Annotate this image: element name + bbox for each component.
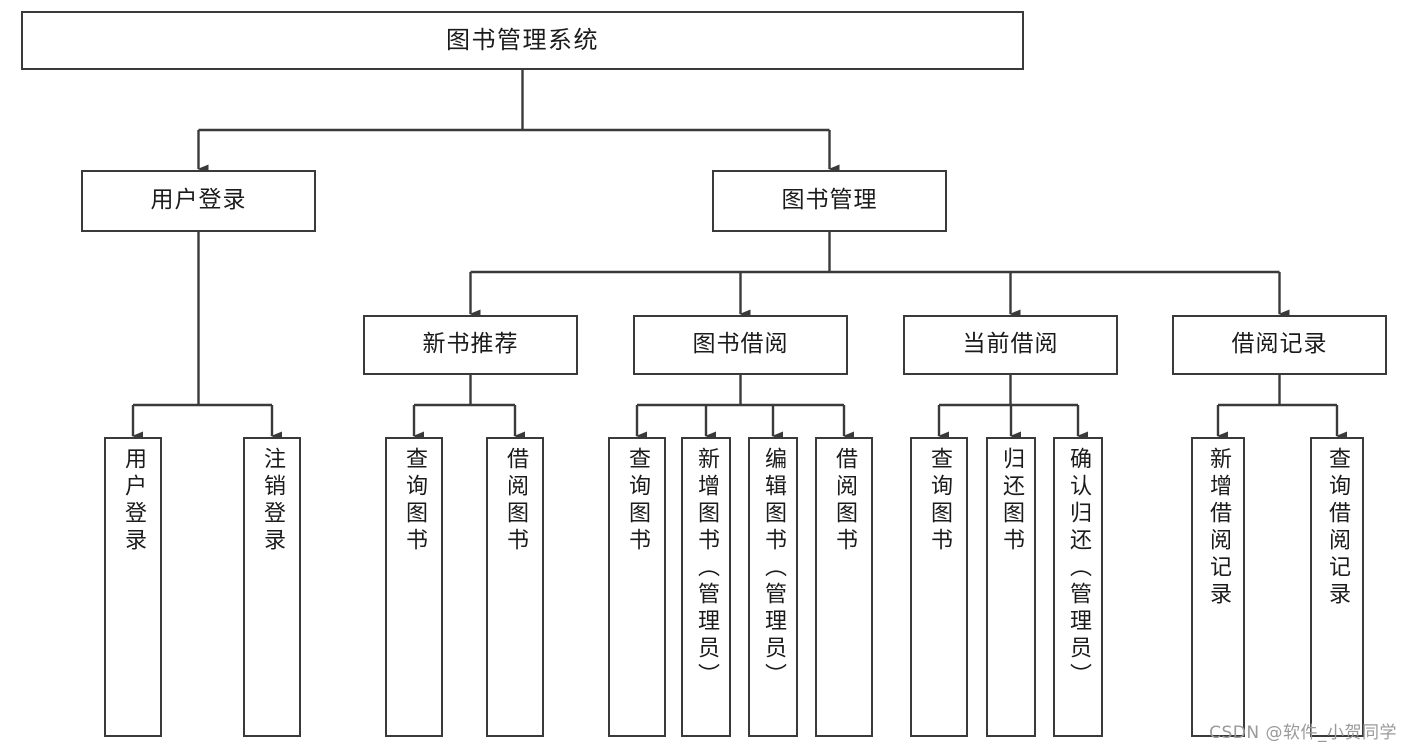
node-leaf-user-login[interactable]: 用户登录 <box>104 437 162 737</box>
node-label-borrow-record: 借阅记录 <box>1231 331 1328 358</box>
node-label-leaf-user-login: 用户登录 <box>121 447 146 555</box>
node-new-book-recommend[interactable]: 新书推荐 <box>363 315 578 375</box>
node-label-leaf-add-borrow-record: 新增借阅记录 <box>1206 447 1231 609</box>
node-current-borrow[interactable]: 当前借阅 <box>903 315 1118 375</box>
node-label-leaf-query-book-3: 查询图书 <box>927 447 952 555</box>
node-borrow-record[interactable]: 借阅记录 <box>1172 315 1387 375</box>
node-root[interactable]: 图书管理系统 <box>21 11 1024 70</box>
node-book-manage[interactable]: 图书管理 <box>712 170 947 232</box>
node-leaf-query-book-2[interactable]: 查询图书 <box>608 437 666 737</box>
node-leaf-borrow-book-2[interactable]: 借阅图书 <box>815 437 873 737</box>
node-book-borrow[interactable]: 图书借阅 <box>633 315 848 375</box>
node-leaf-edit-book-admin[interactable]: 编辑图书（管理员） <box>748 437 798 737</box>
node-label-leaf-query-book-2: 查询图书 <box>625 447 650 555</box>
node-leaf-logout[interactable]: 注销登录 <box>243 437 301 737</box>
node-leaf-add-book-admin[interactable]: 新增图书（管理员） <box>681 437 731 737</box>
node-label-leaf-borrow-book-1: 借阅图书 <box>503 447 528 555</box>
node-user-login[interactable]: 用户登录 <box>81 170 316 232</box>
node-leaf-borrow-book-1[interactable]: 借阅图书 <box>486 437 544 737</box>
node-leaf-query-book-3[interactable]: 查询图书 <box>910 437 968 737</box>
node-label-new-book-recommend: 新书推荐 <box>422 331 519 358</box>
node-leaf-query-borrow-record[interactable]: 查询借阅记录 <box>1310 437 1364 737</box>
node-label-current-borrow: 当前借阅 <box>962 331 1059 358</box>
node-label-leaf-edit-book-admin: 编辑图书（管理员） <box>761 447 786 690</box>
node-label-leaf-confirm-return-admin: 确认归还（管理员） <box>1066 447 1091 690</box>
watermark-text: CSDN @软件_小贺同学 <box>1209 723 1397 743</box>
node-leaf-return-book[interactable]: 归还图书 <box>986 437 1036 737</box>
node-label-root: 图书管理系统 <box>446 26 599 55</box>
node-label-leaf-query-book-1: 查询图书 <box>402 447 427 555</box>
node-label-book-borrow: 图书借阅 <box>692 331 789 358</box>
node-leaf-query-book-1[interactable]: 查询图书 <box>385 437 443 737</box>
node-label-leaf-borrow-book-2: 借阅图书 <box>832 447 857 555</box>
node-leaf-confirm-return-admin[interactable]: 确认归还（管理员） <box>1053 437 1103 737</box>
node-leaf-add-borrow-record[interactable]: 新增借阅记录 <box>1191 437 1245 737</box>
connector-paths <box>131 70 1347 441</box>
node-label-leaf-logout: 注销登录 <box>260 447 285 555</box>
node-label-user-login: 用户登录 <box>150 187 247 214</box>
node-label-leaf-query-borrow-record: 查询借阅记录 <box>1325 447 1350 609</box>
node-label-leaf-return-book: 归还图书 <box>999 447 1024 555</box>
node-label-book-manage: 图书管理 <box>781 187 878 214</box>
node-label-leaf-add-book-admin: 新增图书（管理员） <box>694 447 719 690</box>
